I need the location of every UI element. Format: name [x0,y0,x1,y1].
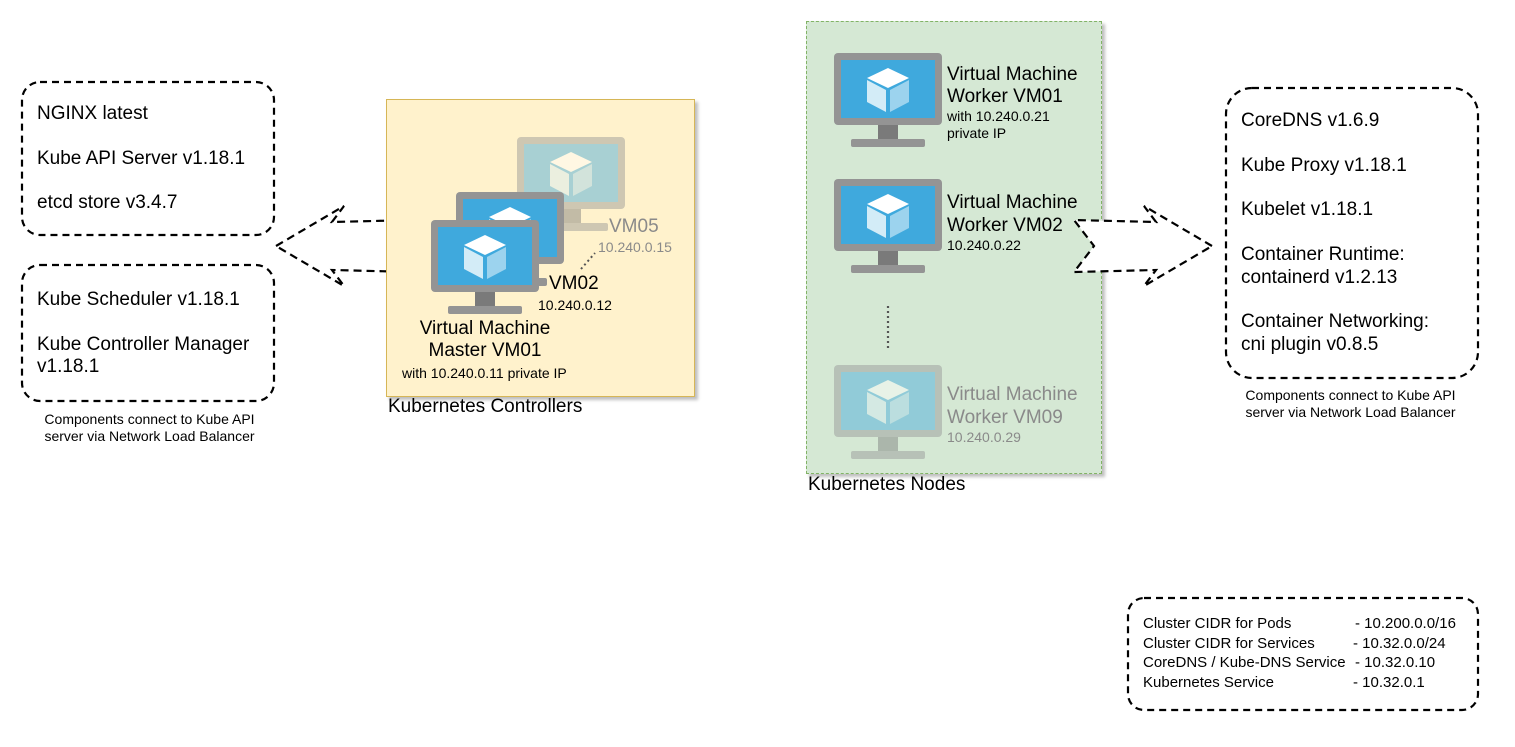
worker-vm01-title-1: Virtual Machine [947,64,1078,85]
left-box-2-frame [20,263,276,403]
right-line-5: containerd v1.2.13 [1241,267,1398,288]
right-caption-line-2: server via Network Load Balancer [1245,404,1456,420]
controllers-ellipsis [580,252,596,270]
right-line-7: cni plugin v0.8.5 [1241,334,1379,355]
left-box-1-line-1: NGINX latest [37,103,148,124]
master-title-line-1: Virtual Machine [419,318,551,339]
double-arrow-icon-right [1071,205,1215,287]
worker-vm02-icon [833,178,943,278]
worker-vm01-title-2: Worker VM01 [947,86,1063,107]
left-box-1-line-2: Kube API Server v1.18.1 [37,148,246,169]
cidr-label-2: Cluster CIDR for Services [1143,635,1315,652]
cidr-box-frame [1126,596,1480,712]
right-box-frame [1224,86,1480,380]
right-line-3: Kubelet v1.18.1 [1241,199,1374,220]
left-box-2-line-1: Kube Scheduler v1.18.1 [37,289,240,310]
nodes-label: Kubernetes Nodes [808,474,966,495]
right-caption-line-1: Components connect to Kube API [1245,387,1456,403]
right-line-2: Kube Proxy v1.18.1 [1241,155,1407,176]
worker-vm09-sub: 10.240.0.29 [947,429,1021,445]
vm05-ip: 10.240.0.15 [598,239,672,255]
left-caption-line-2: server via Network Load Balancer [44,428,255,444]
worker-vm01-sub-1: with 10.240.0.21 [947,108,1050,124]
worker-vm01-icon [833,52,943,152]
left-box-1-frame [20,80,276,237]
master-title-line-2: Master VM01 [428,340,542,361]
worker-vm02-title-1: Virtual Machine [947,192,1078,213]
master-vm01-icon [430,219,540,319]
vm02-name: VM02 [549,273,599,294]
worker-vm09-icon [833,364,943,464]
cidr-label-4: Kubernetes Service [1143,674,1274,691]
worker-vm02-sub: 10.240.0.22 [947,237,1021,253]
cidr-value-4: - 10.32.0.1 [1353,674,1425,691]
cidr-value-2: - 10.32.0.0/24 [1353,635,1446,652]
vm02-ip: 10.240.0.12 [538,297,612,313]
cidr-value-1: - 10.200.0.0/16 [1355,615,1456,632]
master-vm01-title: Virtual Machine Master VM01 [400,318,570,362]
left-caption-line-1: Components connect to Kube API [44,411,255,427]
worker-vm01-sub-2: private IP [947,125,1007,141]
left-box-1-line-3: etcd store v3.4.7 [37,192,178,213]
master-vm01-sub: with 10.240.0.11 private IP [402,365,567,381]
left-box-2-line-2: Kube Controller Manager [37,334,250,355]
right-caption: Components connect to Kube API server vi… [1218,387,1483,421]
left-caption: Components connect to Kube API server vi… [17,411,282,445]
right-line-1: CoreDNS v1.6.9 [1241,110,1380,131]
vm05-name: VM05 [609,216,659,237]
worker-vm02-title-2: Worker VM02 [947,215,1063,236]
right-line-6: Container Networking: [1241,311,1429,332]
cidr-label-1: Cluster CIDR for Pods [1143,615,1292,632]
controllers-label: Kubernetes Controllers [388,396,583,417]
cidr-label-3: CoreDNS / Kube-DNS Service [1143,654,1346,671]
worker-vm09-title-2: Worker VM09 [947,407,1063,428]
left-box-2-line-3: v1.18.1 [37,356,100,377]
right-line-4: Container Runtime: [1241,244,1405,265]
nodes-ellipsis [886,306,890,348]
worker-vm09-title-1: Virtual Machine [947,384,1078,405]
cidr-value-3: - 10.32.0.10 [1355,654,1436,671]
